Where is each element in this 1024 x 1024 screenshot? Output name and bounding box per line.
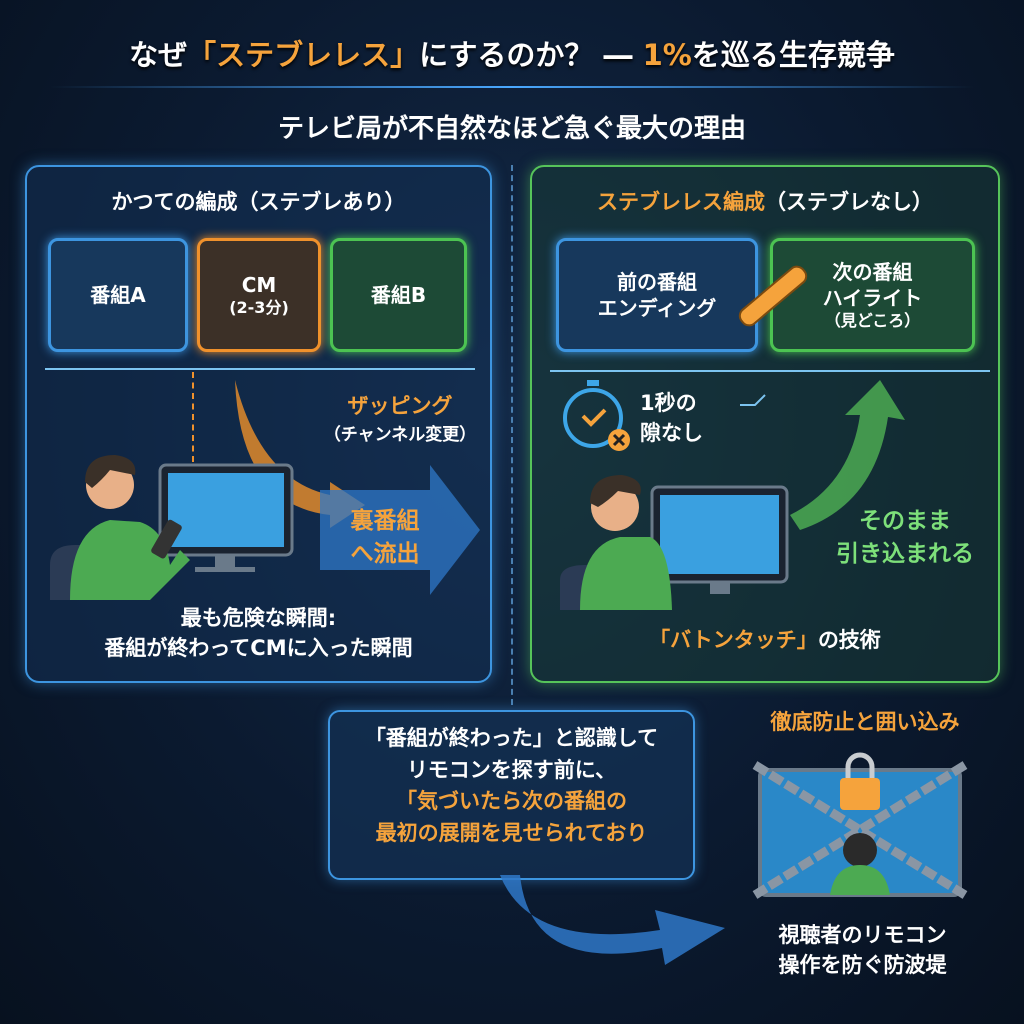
remote-icon [151,519,182,559]
green-arrow-icon [790,380,905,530]
subtitle: テレビ局が不自然なほど急ぐ最大の理由 [277,114,746,144]
lock-icon [840,778,880,810]
chain-icon [752,761,968,899]
cm-duration: (2-3分) [229,297,289,317]
old-schedule-heading: かつての編成（ステブレあり） [111,190,406,214]
title-divider [50,86,974,88]
defense-caption: 視聴者のリモコン操作を防ぐ防波堤 [778,923,947,978]
curved-arrow-icon [500,875,725,965]
timeline [45,368,475,370]
timeline-right [550,370,990,372]
program-a-box: 番組A [48,238,188,352]
cm-label: CM [241,272,277,297]
pulled-in-illustration [560,380,905,610]
next-program-box: 次の番組ハイライト（見どころ） [770,238,975,352]
program-b-label: 番組B [370,283,427,307]
blue-arrow-icon [320,465,480,595]
program-b-box: 番組B [330,238,467,352]
right-caption: 「バトンタッチ」の技術 [649,628,881,652]
zapping-label: ザッピング（チャンネル変更） [323,394,477,445]
locked-tv-illustration [752,752,968,899]
prev-program-box: 前の番組エンディング [556,238,758,352]
baton-pencil-icon [738,265,808,327]
stebreless-heading: ステブレレス編成（ステブレなし） [597,190,933,214]
program-a-label: 番組A [90,283,146,307]
cm-marker-line [192,372,194,462]
left-caption: 最も危険な瞬間:番組が終わってCMに入った瞬間 [104,606,413,661]
defense-heading: 徹底防止と囲い込み [770,710,960,734]
outflow-label: 裏番組へ流出 [350,508,420,568]
no-gap-label: 1秒の隙なし [640,391,703,446]
zapping-illustration [50,380,480,600]
stopwatch-icon [563,380,630,451]
explanation-text: 「番組が終わった」と認識してリモコンを探す前に、「気づいたら次の番組の最初の展開… [364,726,659,845]
center-divider [511,165,513,705]
pulled-in-label: そのまま引き込まれる [836,508,974,568]
page-title: なぜ「ステブレレス」にするのか？ ― 1%を巡る生存競争 [129,38,895,72]
cm-box: CM(2-3分) [197,238,321,352]
explanation-box [328,710,695,880]
